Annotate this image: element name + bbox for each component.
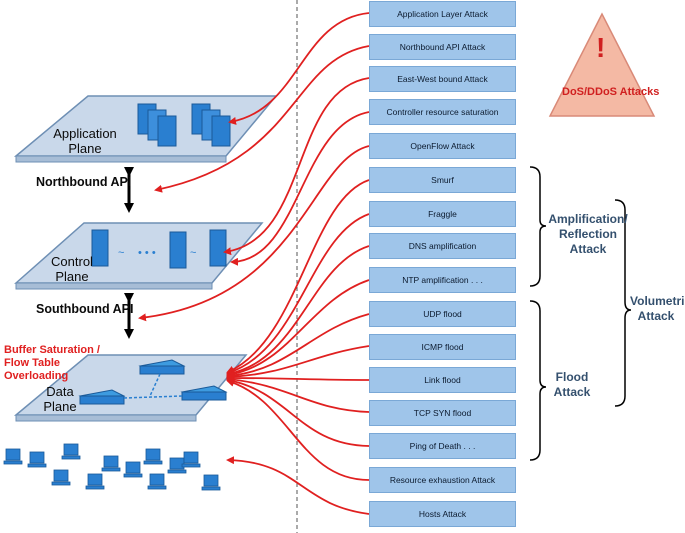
attack-arrow	[228, 12, 370, 125]
attack-box-application-layer: Application Layer Attack	[369, 1, 516, 27]
server-icon	[137, 103, 231, 147]
control-plane: ~ • • • ~	[14, 222, 264, 290]
application-plane-label: Application Plane	[53, 126, 117, 156]
attack-arrow	[226, 213, 370, 375]
attack-box-udp-flood: UDP flood	[369, 301, 516, 327]
attack-arrow	[138, 145, 370, 322]
attack-box-resource-exhaustion: Resource exhaustion Attack	[369, 467, 516, 493]
control-plane-label: Control Plane	[51, 254, 93, 284]
attack-box-fraggle: Fraggle	[369, 201, 516, 227]
attack-box-icmp-flood: ICMP flood	[369, 334, 516, 360]
host-icon	[27, 451, 47, 468]
host-icon	[51, 469, 71, 486]
attack-arrow	[226, 245, 370, 377]
attack-box-ntp-amplification: NTP amplification . . .	[369, 267, 516, 293]
attack-box-smurf: Smurf	[369, 167, 516, 193]
host-icon	[181, 451, 201, 468]
attack-arrow	[226, 313, 370, 380]
attack-arrow	[154, 45, 370, 193]
controller-icon: ~ • • • ~	[91, 229, 227, 269]
data-plane-label: Data Plane	[43, 384, 77, 414]
attack-arrow	[226, 179, 370, 374]
amplification-group-label: Amplification/ Reflection Attack	[548, 212, 628, 256]
svg-text:• • •: • • •	[138, 247, 156, 259]
attack-box-northbound-api: Northbound API Attack	[369, 34, 516, 60]
host-icon	[61, 443, 81, 460]
host-icon	[123, 461, 143, 478]
host-icon	[101, 455, 121, 472]
data-plane	[13, 354, 248, 422]
attack-box-ping-of-death: Ping of Death . . .	[369, 433, 516, 459]
switch-icon	[78, 359, 228, 405]
attack-arrows	[138, 12, 370, 515]
attack-arrow	[230, 111, 370, 266]
attack-box-controller-saturation: Controller resource saturation	[369, 99, 516, 125]
attack-arrow	[226, 374, 370, 383]
attack-box-tcp-syn-flood: TCP SYN flood	[369, 400, 516, 426]
southbound-api-label: Southbound API	[36, 302, 134, 316]
attack-box-hosts: Hosts Attack	[369, 501, 516, 527]
svg-text:~: ~	[118, 247, 124, 259]
attack-box-link-flood: Link flood	[369, 367, 516, 393]
warning-triangle	[548, 12, 656, 117]
attack-arrow	[226, 375, 370, 413]
amplification-brace	[529, 166, 547, 287]
exclamation-icon: !	[596, 32, 606, 63]
application-plane	[13, 95, 278, 163]
buffer-saturation-label: Buffer Saturation / Flow Table Overloadi…	[4, 344, 100, 382]
svg-text:~: ~	[190, 247, 196, 259]
attack-arrow	[226, 279, 370, 378]
attack-arrow	[226, 378, 370, 481]
attack-box-east-west: East-West bound Attack	[369, 66, 516, 92]
volumetric-brace	[614, 199, 632, 407]
flood-group-label: Flood Attack	[553, 370, 591, 399]
host-icon	[167, 457, 187, 474]
attack-arrow	[226, 377, 370, 447]
host-icon	[201, 474, 221, 491]
dos-ddos-label: DoS/DDoS Attacks	[562, 86, 660, 98]
attack-box-openflow: OpenFlow Attack	[369, 133, 516, 159]
attack-arrow	[226, 345, 370, 381]
host-icon	[143, 448, 163, 465]
attack-box-dns-amplification: DNS amplification	[369, 233, 516, 259]
hosts-group	[3, 443, 221, 491]
host-icon	[85, 473, 105, 490]
northbound-api-label: Northbound API	[36, 175, 132, 189]
attack-arrow	[223, 77, 370, 256]
volumetric-group-label: Volumetric Attack	[630, 294, 685, 323]
host-icon	[147, 473, 167, 490]
flood-brace	[529, 300, 547, 461]
host-icon	[3, 448, 23, 465]
attack-arrow	[226, 456, 370, 515]
